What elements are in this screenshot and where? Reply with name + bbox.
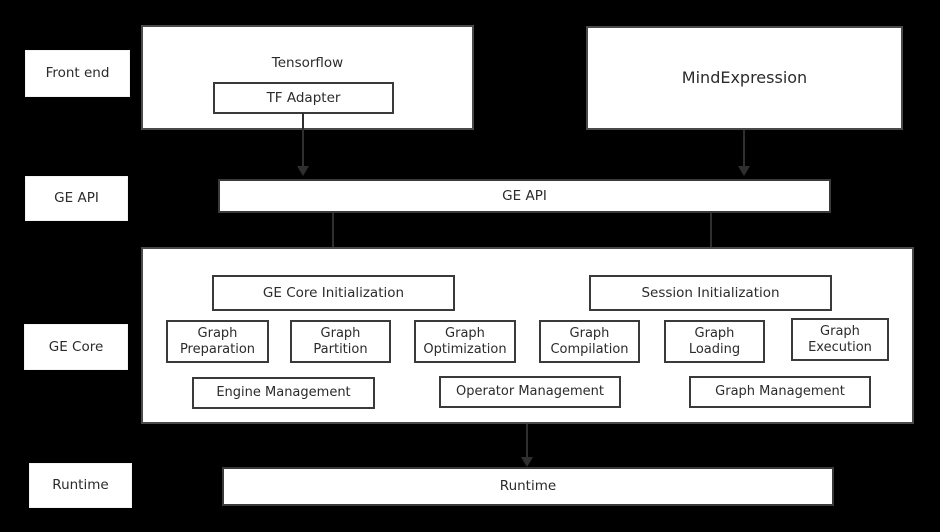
- arrowhead-tf-adapter-to-ge-api: [297, 166, 309, 176]
- module-graph-compilation[interactable]: Graph Compilation: [539, 320, 640, 363]
- tensorflow-label: Tensorflow: [271, 55, 344, 71]
- connector-tf-adapter-to-ge-api: [302, 113, 304, 166]
- runtime-bar[interactable]: Runtime: [222, 467, 834, 506]
- layer-label-front-end: Front end: [25, 50, 130, 97]
- layer-label-ge-api: GE API: [25, 176, 128, 221]
- module-graph-partition[interactable]: Graph Partition: [290, 320, 391, 363]
- manager-graph-management[interactable]: Graph Management: [689, 376, 871, 408]
- module-graph-loading[interactable]: Graph Loading: [664, 320, 765, 363]
- mindexpression-panel: MindExpression: [586, 26, 903, 130]
- ge-api-bar[interactable]: GE API: [218, 179, 831, 213]
- tf-adapter-box[interactable]: TF Adapter: [213, 82, 394, 114]
- manager-operator-management[interactable]: Operator Management: [439, 376, 621, 408]
- tensorflow-panel: Tensorflow: [141, 25, 474, 130]
- module-graph-optimization[interactable]: Graph Optimization: [414, 320, 516, 363]
- session-initialization-box[interactable]: Session Initialization: [589, 275, 832, 311]
- connector-ge-api-to-core-init: [332, 213, 334, 269]
- layer-label-runtime: Runtime: [29, 463, 132, 508]
- connector-ge-api-to-session-init: [710, 213, 712, 269]
- connector-ge-core-to-runtime: [526, 424, 528, 457]
- arrowhead-mindexpression-to-ge-api: [738, 166, 750, 176]
- module-graph-preparation[interactable]: Graph Preparation: [166, 320, 269, 363]
- module-graph-execution[interactable]: Graph Execution: [791, 318, 889, 361]
- ge-core-initialization-box[interactable]: GE Core Initialization: [212, 275, 455, 311]
- manager-engine-management[interactable]: Engine Management: [192, 377, 375, 409]
- layer-label-ge-core: GE Core: [24, 324, 128, 370]
- connector-mindexpression-to-ge-api: [743, 130, 745, 166]
- arrowhead-ge-core-to-runtime: [521, 457, 533, 467]
